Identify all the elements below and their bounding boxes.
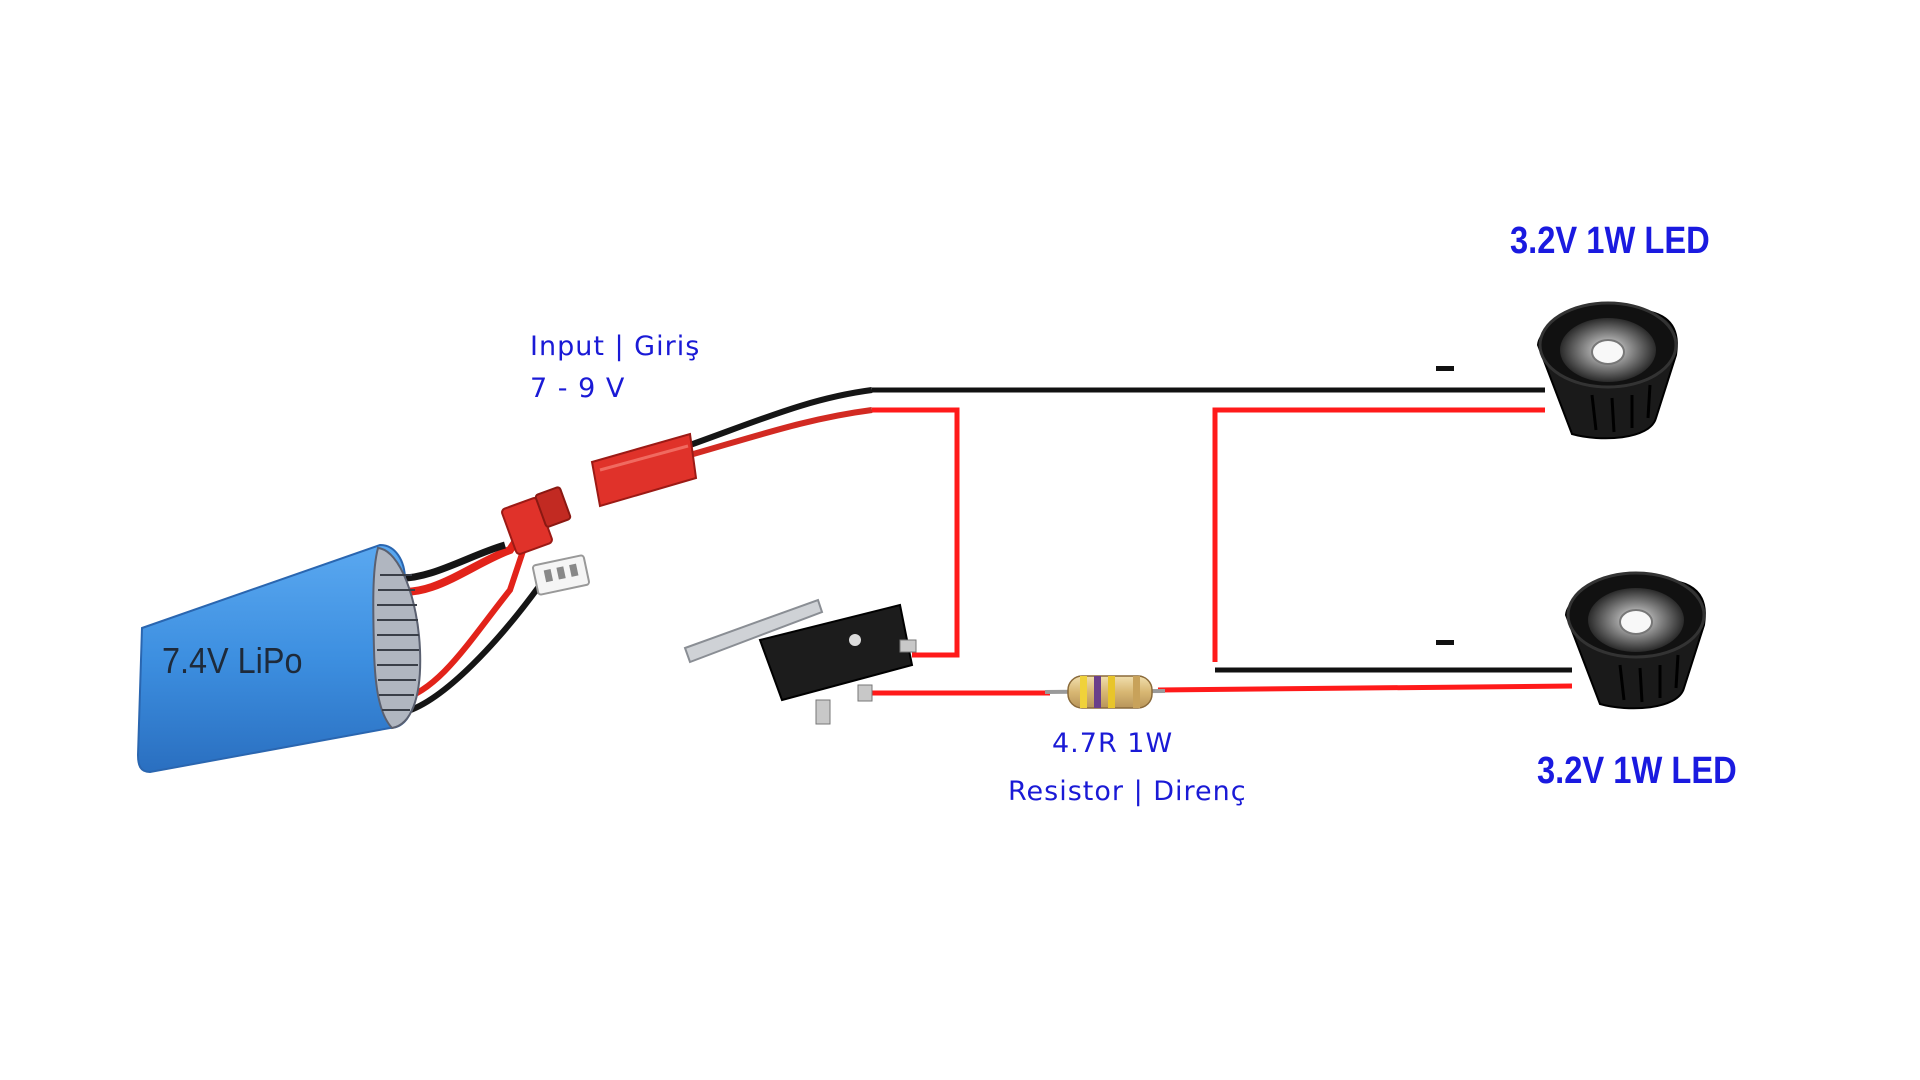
led-bottom-negative-mark xyxy=(1436,640,1454,645)
switch-body xyxy=(758,603,914,702)
battery-cell-stripes xyxy=(377,574,419,711)
positive-wire-to-switch xyxy=(872,407,960,658)
led-top xyxy=(1536,301,1678,440)
battery-jst-connector xyxy=(501,486,572,555)
led-top-negative-mark xyxy=(1436,366,1454,371)
battery-label: 7.4V LiPo xyxy=(162,640,303,681)
switch-lever xyxy=(683,598,824,664)
resistor-name-label: Resistor | Direnç xyxy=(1008,776,1247,807)
led-bottom xyxy=(1564,571,1706,710)
input-label: Input | Giriş xyxy=(530,331,701,362)
led-top-label: 3.2V 1W LED xyxy=(1510,220,1710,262)
input-jst-plug xyxy=(590,432,698,508)
positive-wire-to-top-led xyxy=(1212,407,1545,662)
wiring xyxy=(688,387,1573,696)
lipo-battery xyxy=(136,486,590,774)
battery-lead-black xyxy=(397,541,506,582)
jst-lead-black xyxy=(688,387,873,448)
positive-wire-to-bottom-led xyxy=(1157,683,1573,693)
micro-switch xyxy=(683,598,917,725)
resistor xyxy=(1044,675,1166,709)
led-bottom-label: 3.2V 1W LED xyxy=(1537,750,1737,792)
balance-lead-black xyxy=(404,583,543,715)
switch-terminal-2 xyxy=(857,684,873,702)
switch-terminal-3 xyxy=(815,699,831,725)
jst-lead-red xyxy=(689,407,873,458)
switch-terminal-1 xyxy=(899,639,917,653)
balance-connector xyxy=(532,554,590,596)
resistor-value-label: 4.7R 1W xyxy=(1052,728,1174,759)
input-voltage-label: 7 - 9 V xyxy=(530,373,626,404)
battery-endcap xyxy=(372,546,422,730)
